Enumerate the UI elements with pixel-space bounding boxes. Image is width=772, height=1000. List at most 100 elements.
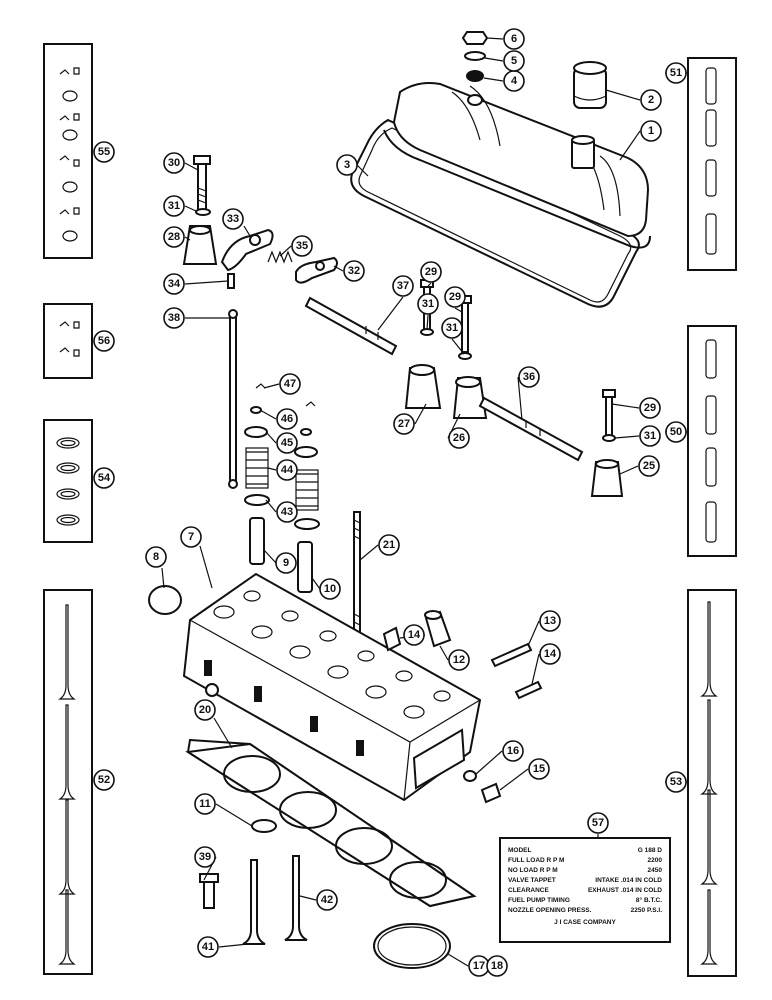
callout-14: 14 [539, 643, 561, 665]
callout-label: 5 [511, 55, 517, 67]
callout-label: 27 [398, 418, 410, 430]
callout-31: 31 [417, 293, 439, 315]
kit-box-51 [687, 57, 737, 271]
plate-value: 2450 [648, 867, 663, 874]
push-rod [228, 309, 238, 489]
callout-15: 15 [528, 758, 550, 780]
valve-cover-gasket [350, 118, 640, 308]
callout-13: 13 [539, 610, 561, 632]
callout-55: 55 [93, 141, 115, 163]
callout-label: 14 [544, 648, 557, 660]
callout-29: 29 [639, 397, 661, 419]
callout-label: 45 [281, 437, 293, 449]
callout-32: 32 [343, 260, 365, 282]
filler-cap [573, 61, 607, 109]
callout-20: 20 [194, 699, 216, 721]
kit-box-53 [687, 589, 737, 977]
callout-label: 41 [202, 941, 214, 953]
kit-box-52 [43, 589, 93, 975]
callout-label: 18 [491, 960, 503, 972]
callout-label: 32 [348, 265, 360, 277]
callout-label: 57 [592, 817, 604, 829]
callout-46: 46 [276, 408, 298, 430]
callout-1: 1 [640, 120, 662, 142]
callout-label: 47 [284, 378, 296, 390]
callout-label: 37 [397, 280, 409, 292]
callout-label: 17 [473, 960, 485, 972]
cover-nut-stack [461, 31, 489, 106]
callout-label: 15 [533, 763, 545, 775]
callout-37: 37 [392, 275, 414, 297]
callout-30: 30 [163, 152, 185, 174]
callout-50: 50 [665, 421, 687, 443]
callout-25: 25 [638, 455, 660, 477]
head-fittings [382, 610, 543, 804]
callout-label: 54 [98, 472, 111, 484]
callout-label: 9 [283, 557, 289, 569]
callout-label: 29 [644, 402, 656, 414]
callout-43: 43 [276, 501, 298, 523]
plate-key: NO LOAD R P M [508, 867, 558, 874]
callout-35: 35 [291, 235, 313, 257]
callout-34: 34 [163, 273, 185, 295]
callout-label: 20 [199, 704, 211, 716]
plate-maker: J I CASE COMPANY [554, 919, 616, 926]
callout-5: 5 [503, 50, 525, 72]
callout-11: 11 [194, 793, 216, 815]
callout-36: 36 [518, 366, 540, 388]
callout-label: 7 [188, 531, 194, 543]
oil-filler-tube [571, 135, 595, 169]
kit-box-55 [43, 43, 93, 259]
callout-41: 41 [197, 936, 219, 958]
callout-label: 46 [281, 413, 293, 425]
callout-label: 31 [446, 322, 458, 334]
callout-21: 21 [378, 534, 400, 556]
callout-label: 31 [168, 200, 180, 212]
callout-31: 31 [163, 195, 185, 217]
callout-label: 43 [281, 506, 293, 518]
callout-56: 56 [93, 330, 115, 352]
stud-21 [353, 511, 361, 635]
plate-key: VALVE TAPPET [508, 877, 556, 884]
callout-52: 52 [93, 769, 115, 791]
callout-label: 26 [453, 432, 465, 444]
callout-label: 38 [168, 312, 180, 324]
callout-label: 31 [644, 430, 656, 442]
callout-label: 1 [648, 125, 654, 137]
callout-29: 29 [444, 286, 466, 308]
callout-label: 31 [422, 298, 434, 310]
head-gasket [185, 738, 477, 908]
callout-label: 6 [511, 33, 517, 45]
callout-label: 52 [98, 774, 110, 786]
callout-8: 8 [145, 546, 167, 568]
callout-31: 31 [441, 317, 463, 339]
callout-18: 18 [486, 955, 508, 977]
callout-label: 30 [168, 157, 180, 169]
plate-key: MODEL [508, 847, 532, 854]
callout-31: 31 [639, 425, 661, 447]
plate-key: CLEARANCE [508, 887, 549, 894]
callout-label: 10 [324, 583, 336, 595]
plate-key: FULL LOAD R P M [508, 857, 564, 864]
callout-label: 4 [511, 75, 518, 87]
callout-2: 2 [640, 89, 662, 111]
callout-57: 57 [587, 812, 609, 834]
callout-51: 51 [665, 62, 687, 84]
callout-label: 50 [670, 426, 682, 438]
callout-53: 53 [665, 771, 687, 793]
callout-39: 39 [194, 846, 216, 868]
callout-38: 38 [163, 307, 185, 329]
callout-label: 25 [643, 460, 655, 472]
callout-label: 28 [168, 231, 180, 243]
callout-label: 29 [425, 266, 437, 278]
callout-label: 44 [281, 464, 294, 476]
kit-box-50 [687, 325, 737, 557]
callout-42: 42 [316, 889, 338, 911]
callout-label: 36 [523, 371, 535, 383]
callout-33: 33 [222, 208, 244, 230]
callout-label: 21 [383, 539, 395, 551]
callout-27: 27 [393, 413, 415, 435]
